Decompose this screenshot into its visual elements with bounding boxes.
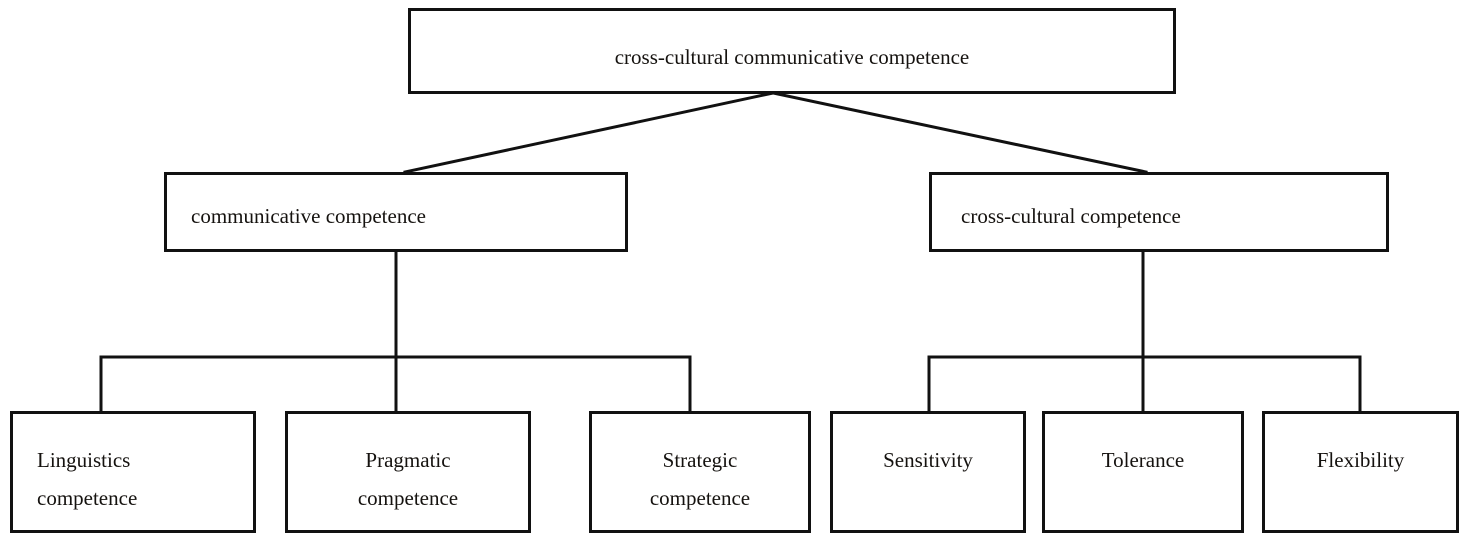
node-tolerance[interactable]: Tolerance — [1042, 411, 1244, 533]
node-pragmatic-competence[interactable]: Pragmatic competence — [285, 411, 531, 533]
node-leaf-1-0-label: Sensitivity — [883, 448, 973, 472]
node-leaf-0-0-label: Linguistics competence — [37, 448, 138, 511]
node-root-label: cross-cultural communicative competence — [614, 45, 970, 69]
node-sensitivity[interactable]: Sensitivity — [830, 411, 1026, 533]
node-cross-cultural-competence[interactable]: cross-cultural competence — [929, 172, 1389, 252]
node-cross-cultural-communicative-competence[interactable]: cross-cultural communicative competence — [408, 8, 1176, 94]
connector-root-to-left-branch — [403, 91, 775, 174]
node-branch-1-label: cross-cultural competence — [961, 204, 1181, 228]
node-leaf-1-1-label: Tolerance — [1101, 448, 1185, 472]
node-branch-0-label: communicative competence — [191, 204, 426, 228]
connector-root-to-right-branch — [771, 91, 1148, 174]
node-leaf-0-1-label: Pragmatic competence — [357, 448, 459, 511]
node-linguistics-competence[interactable]: Linguistics competence — [10, 411, 256, 533]
node-leaf-1-2-label: Flexibility — [1316, 448, 1405, 472]
node-leaf-0-2-label: Strategic competence — [649, 448, 751, 511]
node-strategic-competence[interactable]: Strategic competence — [589, 411, 811, 533]
node-communicative-competence[interactable]: communicative competence — [164, 172, 628, 252]
node-flexibility[interactable]: Flexibility — [1262, 411, 1459, 533]
